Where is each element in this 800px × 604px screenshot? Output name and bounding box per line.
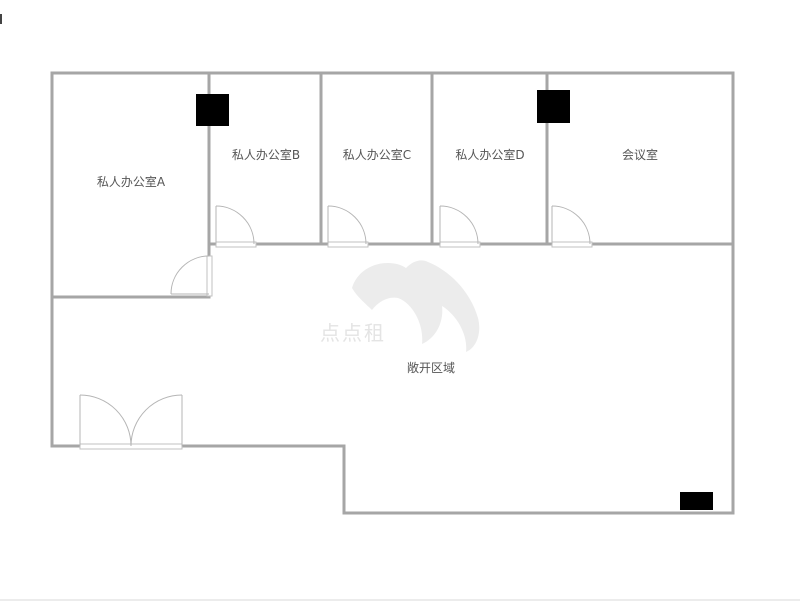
door-office-b — [215, 205, 257, 248]
label-office-c: 私人办公室C — [343, 147, 411, 162]
pillar-open-area — [680, 492, 713, 510]
door-office-c — [327, 205, 369, 248]
watermark: 点点租 — [320, 260, 480, 352]
label-office-b: 私人办公室B — [232, 147, 300, 162]
outer-wall — [50, 71, 735, 515]
label-office-a: 私人办公室A — [97, 174, 166, 189]
corner-mark — [0, 14, 2, 24]
outer-walls — [50, 71, 735, 515]
pillar-office-b — [196, 94, 229, 126]
pillar-office-d — [537, 90, 570, 123]
door-office-a — [170, 255, 213, 297]
doors — [79, 205, 593, 450]
door-main-entrance — [79, 394, 183, 450]
label-meeting-room: 会议室 — [622, 147, 658, 162]
pillars — [196, 90, 713, 510]
label-office-d: 私人办公室D — [455, 147, 524, 162]
room-labels: 私人办公室A 私人办公室B 私人办公室C 私人办公室D 会议室 敞开区域 — [97, 147, 658, 375]
door-meeting — [551, 205, 593, 248]
watermark-logo-icon — [352, 260, 480, 352]
label-open-area: 敞开区域 — [407, 360, 455, 375]
watermark-text: 点点租 — [320, 321, 386, 345]
door-office-d — [439, 205, 481, 248]
